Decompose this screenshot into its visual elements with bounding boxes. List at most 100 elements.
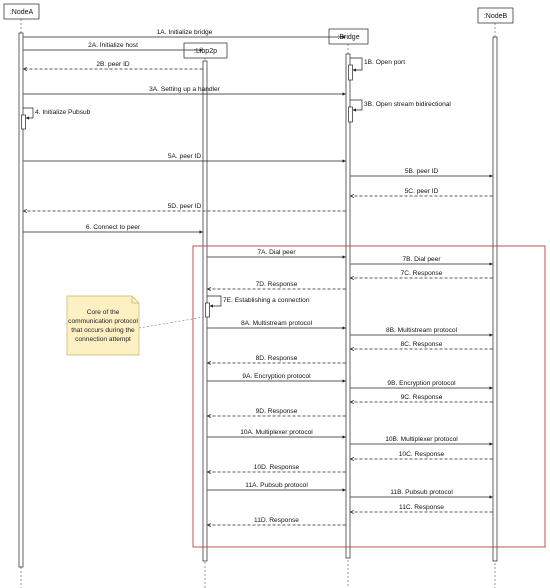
message-m5B: 5B. peer ID [350, 168, 493, 178]
message-label: 11B. Pubsub protocol [390, 489, 453, 496]
message-m11D: 11D. Response [208, 517, 346, 525]
message-m5C: 5C. peer ID [351, 188, 493, 196]
message-label: 6. Connect to peer [86, 224, 141, 231]
activation-bars [21, 64, 353, 318]
participant-nodeA: :NodeA [3, 3, 40, 20]
participant-libp2p: :Libp2p [183, 42, 228, 59]
message-m10A: 10A. Multiplexer protocol [207, 429, 346, 439]
message-m9D: 9D. Response [208, 408, 346, 416]
message-label: 11C. Response [399, 504, 444, 511]
execution-bar-bridge [345, 53, 351, 559]
activation-libp2p-3 [205, 302, 210, 318]
message-m7D: 7D. Response [208, 281, 346, 289]
message-m8C: 8C. Response [351, 341, 493, 349]
message-label: 10C. Response [399, 451, 445, 458]
note-fold [131, 296, 139, 304]
self-message-s7E: 7E. Establishing a connection [207, 295, 310, 308]
note-line: communication protocol [68, 318, 138, 325]
activation-bridge-0 [348, 64, 353, 81]
message-m9A: 9A. Encryption protocol [207, 373, 346, 383]
message-label: 2A. Initialize host [88, 42, 138, 49]
self-message-label: 1B. Open port [364, 59, 405, 66]
message-label: 9A. Encryption protocol [242, 373, 311, 380]
message-m5D: 5D. peer ID [24, 203, 346, 211]
message-m11C: 11C. Response [351, 504, 493, 512]
message-label: 5B. peer ID [405, 168, 439, 175]
self-message-label: 3B. Open stream bidirectional [364, 101, 451, 108]
note-line: Core of the [87, 309, 120, 316]
message-label: 8D. Response [256, 355, 298, 362]
message-m8B: 8B. Multistream protocol [350, 327, 493, 337]
participant-label: :Bridge [337, 34, 359, 41]
note-line: connection attempt [75, 336, 131, 343]
self-message-arrow [23, 107, 34, 120]
message-m9B: 9B. Encryption protocol [350, 380, 493, 390]
participant-bridge: :Bridge [328, 28, 369, 45]
note-connector [138, 316, 205, 329]
note-box [66, 295, 140, 356]
self-message-arrow [207, 295, 222, 308]
message-label: 7A. Dial peer [257, 249, 296, 256]
self-message-arrow [350, 99, 363, 112]
message-m10C: 10C. Response [351, 451, 493, 459]
message-m8A: 8A. Multistream protocol [207, 320, 346, 330]
message-m1A: 1A. Initialize bridge [23, 29, 346, 39]
message-m11B: 11B. Pubsub protocol [350, 489, 493, 499]
participant-headers: :NodeA :Libp2p :Bridge :NodeB [3, 3, 514, 59]
protocol-frame-box [192, 245, 546, 548]
message-label: 9B. Encryption protocol [387, 380, 456, 387]
message-m7A: 7A. Dial peer [207, 249, 346, 259]
message-m7B: 7B. Dial peer [350, 256, 493, 266]
message-label: 11D. Response [254, 517, 299, 524]
self-message-s4: 4. Initialize Pubsub [23, 107, 91, 120]
message-m9C: 9C. Response [351, 394, 493, 402]
note-line: that occurs during the [71, 327, 135, 334]
self-message-s3B: 3B. Open stream bidirectional [350, 99, 451, 112]
message-label: 3A. Setting up a handler [149, 86, 221, 93]
activation-nodeA-2 [21, 114, 26, 130]
participant-label: :NodeA [10, 9, 34, 16]
message-label: 10D. Response [254, 464, 300, 471]
activation-bridge-1 [348, 106, 353, 123]
message-m11A: 11A. Pubsub protocol [207, 482, 346, 492]
execution-bar-nodeB [492, 36, 498, 562]
message-m3A: 3A. Setting up a handler [23, 86, 346, 96]
message-label: 9D. Response [256, 408, 298, 415]
message-m10D: 10D. Response [208, 464, 346, 472]
message-m10B: 10B. Multiplexer protocol [350, 436, 493, 446]
message-label: 9C. Response [401, 394, 443, 401]
message-m2A: 2A. Initialize host [23, 42, 203, 52]
message-label: 2B. peer ID [96, 61, 130, 68]
message-label: 7B. Dial peer [402, 256, 441, 263]
message-label: 5A. peer ID [168, 153, 202, 160]
message-label: 7D. Response [256, 281, 298, 288]
self-message-label: 4. Initialize Pubsub [35, 109, 91, 116]
message-label: 5C. peer ID [405, 188, 439, 195]
message-m6: 6. Connect to peer [23, 224, 203, 234]
message-label: 5D. peer ID [168, 203, 202, 210]
message-label: 8B. Multistream protocol [386, 327, 458, 334]
message-m2B: 2B. peer ID [24, 61, 203, 69]
message-label: 10A. Multiplexer protocol [240, 429, 313, 436]
message-label: 8C. Response [401, 341, 443, 348]
participant-label: :Libp2p [194, 48, 217, 55]
execution-bar-nodeA [18, 32, 24, 568]
message-m5A: 5A. peer ID [23, 153, 346, 163]
message-label: 8A. Multistream protocol [241, 320, 313, 327]
note: Core of the communication protocol that oc… [66, 295, 205, 356]
self-messages: 1B. Open port 3B. Open stream bidirection… [23, 57, 451, 308]
self-message-arrow [350, 57, 363, 72]
message-label: 7C. Response [401, 270, 443, 277]
message-label: 1A. Initialize bridge [157, 29, 213, 36]
message-label: 10B. Multiplexer protocol [385, 436, 458, 443]
participant-label: :NodeB [484, 13, 508, 20]
protocol-frame [192, 245, 546, 548]
self-message-label: 7E. Establishing a connection [223, 297, 310, 304]
participant-nodeB: :NodeB [477, 7, 514, 24]
messages: 1A. Initialize bridge 2A. Initialize host… [24, 29, 493, 525]
lifelines [18, 19, 498, 588]
message-label: 11A. Pubsub protocol [245, 482, 308, 489]
self-message-s1B: 1B. Open port [350, 57, 405, 72]
message-m7C: 7C. Response [351, 270, 493, 278]
